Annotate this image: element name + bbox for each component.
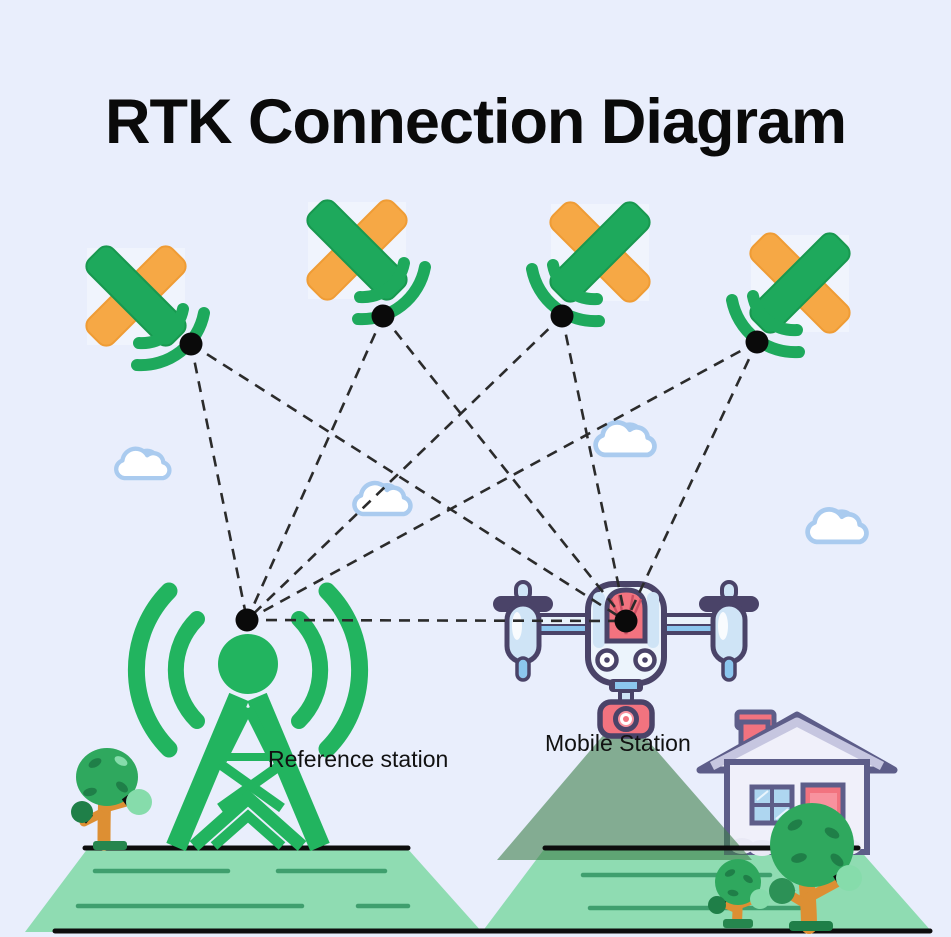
satellite-3	[532, 198, 654, 321]
dot-satellite-1	[179, 332, 203, 356]
left-hill	[25, 848, 482, 932]
reference-station-tower	[127, 582, 369, 852]
link-sat4-reference	[246, 340, 758, 622]
mountain	[497, 712, 752, 860]
dot-satellite-4	[745, 330, 769, 354]
link-reference-mobile	[246, 618, 627, 623]
reference-station-label: Reference station	[268, 746, 448, 772]
drone-motor-right	[699, 580, 759, 682]
right-hill	[482, 848, 932, 932]
drone-camera	[597, 679, 655, 739]
drone-arm-left	[533, 613, 591, 635]
drone-motor-left	[493, 580, 553, 682]
page-title: RTK Connection Diagram	[104, 87, 847, 157]
tree-large-right	[769, 803, 862, 934]
tower-wave-right-outer	[318, 582, 369, 758]
link-sat4-mobile	[624, 341, 759, 622]
signal-links	[189, 315, 759, 623]
cloud-3	[596, 422, 655, 454]
tower-head	[218, 634, 278, 694]
drone-arm-right	[661, 613, 719, 635]
dot-satellite-2	[371, 304, 395, 328]
tower-wave-right-inner	[291, 611, 329, 729]
link-sat2-reference	[245, 315, 385, 621]
mobile-station-drone	[493, 580, 759, 739]
tree-left	[71, 748, 152, 851]
tower-lattice	[166, 692, 330, 852]
dot-reference-station	[235, 608, 259, 632]
tree-small-right	[708, 859, 770, 928]
drone-body	[585, 581, 667, 686]
tower-wave-left-inner	[167, 611, 205, 729]
cloud-1	[116, 449, 169, 478]
roof-band	[709, 717, 885, 770]
link-sat1-reference	[189, 343, 249, 621]
cloud-4	[808, 509, 867, 541]
mobile-station-label: Mobile Station	[545, 730, 691, 756]
link-sat3-mobile	[560, 315, 628, 622]
connection-dots	[179, 304, 769, 633]
link-sat3-reference	[246, 315, 563, 621]
link-sat1-mobile	[190, 342, 627, 623]
satellite-2	[303, 196, 425, 319]
link-sat2-mobile	[381, 315, 628, 622]
dot-satellite-3	[550, 304, 574, 328]
tower-wave-left-outer	[127, 582, 178, 758]
dot-mobile-station	[614, 609, 638, 633]
